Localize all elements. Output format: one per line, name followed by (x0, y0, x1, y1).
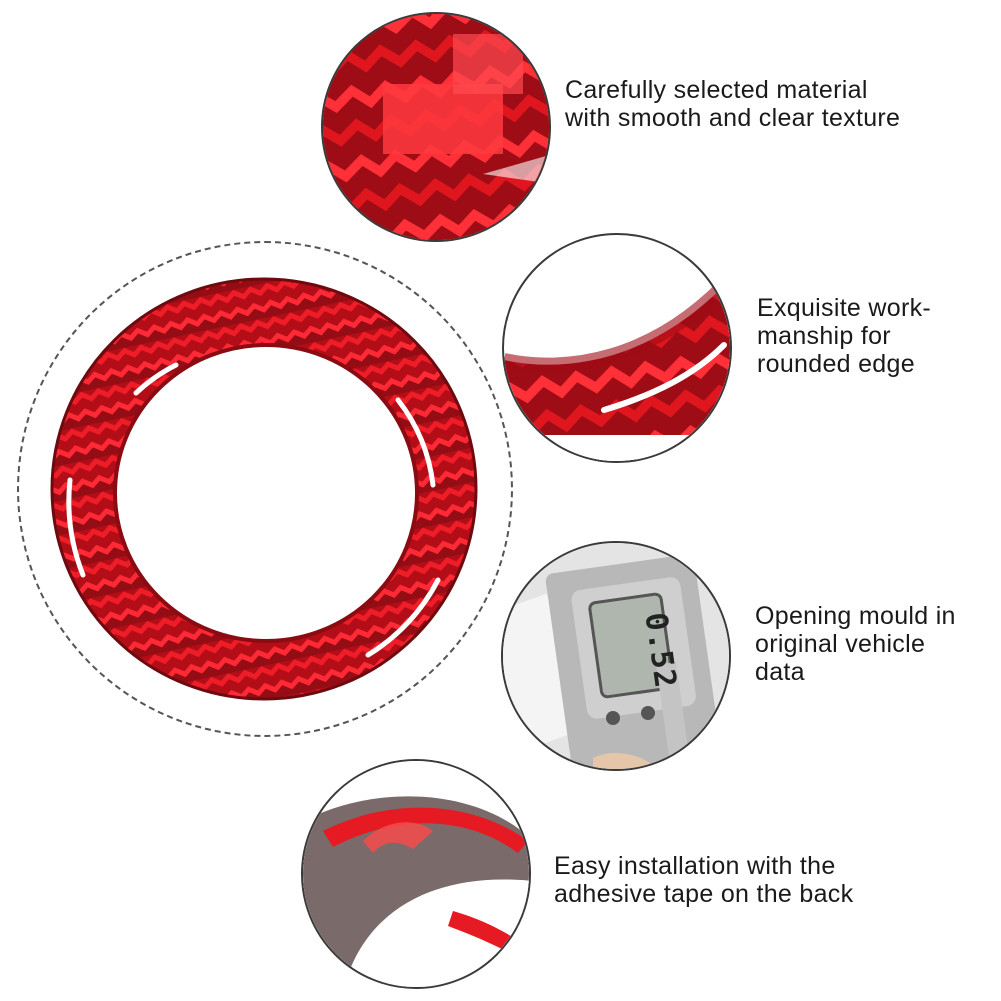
feature-line: rounded edge (757, 350, 915, 378)
feature-material-text: Carefully selected material with smooth … (565, 76, 900, 132)
feature-line: Exquisite work- (757, 294, 931, 322)
feature-install-text: Easy installation with the adhesive tape… (554, 852, 853, 908)
feature-edge-text: Exquisite work- manship for rounded edge (757, 294, 931, 378)
main-ring-dashed-outline (17, 241, 513, 737)
feature-line: Easy installation with the (554, 852, 836, 880)
feature-line: original vehicle (755, 630, 926, 658)
feature-line: with smooth and clear texture (565, 104, 901, 132)
feature-line: Carefully selected material (565, 76, 868, 104)
edge-closeup (502, 233, 732, 463)
feature-line: adhesive tape on the back (554, 880, 854, 908)
feature-mould-text: Opening mould in original vehicle data (755, 602, 956, 686)
adhesive-closeup (301, 759, 531, 989)
material-closeup (321, 12, 551, 242)
caliper-closeup: 0.52 (501, 541, 731, 771)
feature-line: data (755, 658, 805, 686)
feature-line: Opening mould in (755, 602, 956, 630)
carbon-fiber-ring (48, 275, 480, 707)
feature-line: manship for (757, 322, 891, 350)
